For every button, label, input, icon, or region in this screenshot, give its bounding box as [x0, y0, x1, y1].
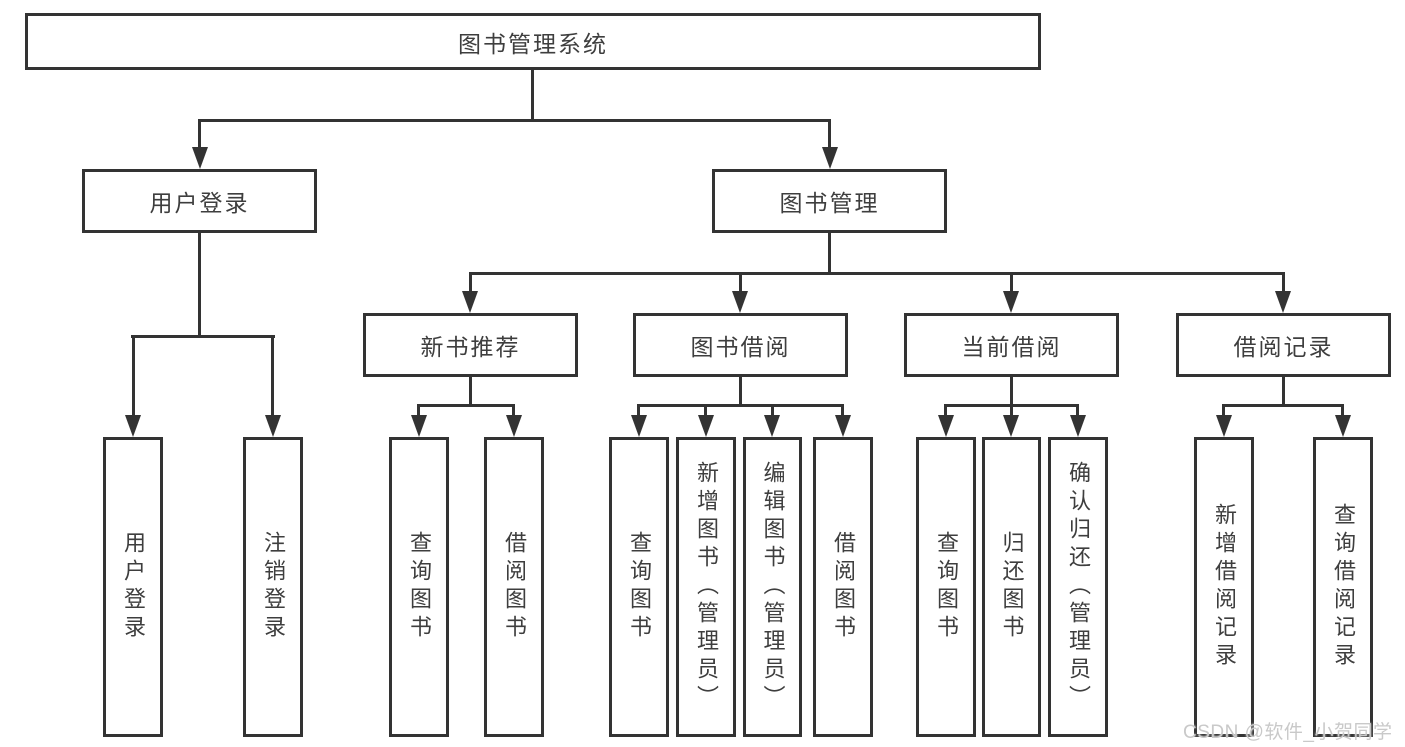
watermark-text: CSDN @软件_小贺同学 — [1183, 722, 1393, 743]
node-user-login-branch: 用户登录 — [82, 169, 317, 233]
connector-stem-current-borrow — [1010, 377, 1013, 406]
leaf-confirm-return-admin: 确认归还（管理员） — [1048, 437, 1108, 737]
connector-drop-borrow-records — [1282, 272, 1285, 291]
connector-drop-leaf — [1341, 404, 1344, 417]
connector-stem-root — [531, 70, 534, 121]
arrow-down-icon — [822, 147, 838, 169]
connector-drop-leaf — [841, 404, 844, 417]
arrow-down-icon — [1003, 415, 1019, 437]
connector-rail-level3 — [469, 272, 1285, 275]
arrow-down-icon — [462, 291, 478, 313]
arrow-down-icon — [1003, 291, 1019, 313]
connector-stem-book-borrow — [739, 377, 742, 406]
connector-drop-leaf — [1076, 404, 1079, 417]
node-book-management: 图书管理 — [712, 169, 947, 233]
connector-rail-book-borrow — [637, 404, 844, 407]
connector-stem-book-mgmt — [828, 233, 831, 274]
connector-stem-borrow-records — [1282, 377, 1285, 406]
connector-rail-user-login — [131, 335, 275, 338]
connector-drop-leaf — [771, 404, 774, 417]
connector-drop-current-borrow — [1010, 272, 1013, 291]
connector-drop-leaf — [512, 404, 515, 417]
leaf-user-login: 用户登录 — [103, 437, 163, 737]
arrow-down-icon — [732, 291, 748, 313]
node-book-borrow: 图书借阅 — [633, 313, 848, 377]
leaf-return-book: 归还图书 — [982, 437, 1041, 737]
connector-drop-leaf — [704, 404, 707, 417]
connector-drop-book-mgmt — [828, 119, 831, 148]
leaf-borrow-books-recommend: 借阅图书 — [484, 437, 544, 737]
arrow-down-icon — [125, 415, 141, 437]
arrow-down-icon — [835, 415, 851, 437]
connector-drop-leaf — [1010, 404, 1013, 417]
connector-drop-logout-leaf — [271, 335, 274, 416]
connector-drop-leaf — [637, 404, 640, 417]
leaf-query-books-recommend: 查询图书 — [389, 437, 449, 737]
leaf-add-borrow-record: 新增借阅记录 — [1194, 437, 1254, 737]
connector-drop-leaf — [1222, 404, 1225, 417]
leaf-borrow-books: 借阅图书 — [813, 437, 873, 737]
connector-rail-borrow-records — [1222, 404, 1344, 407]
arrow-down-icon — [764, 415, 780, 437]
leaf-edit-book-admin: 编辑图书（管理员） — [743, 437, 802, 737]
arrow-down-icon — [265, 415, 281, 437]
arrow-down-icon — [1216, 415, 1232, 437]
arrow-down-icon — [938, 415, 954, 437]
node-new-book-recommend: 新书推荐 — [363, 313, 578, 377]
connector-stem-user-login — [198, 233, 201, 338]
node-current-borrow: 当前借阅 — [904, 313, 1119, 377]
arrow-down-icon — [698, 415, 714, 437]
connector-stem-new-book-rec — [469, 377, 472, 406]
connector-drop-user-login — [198, 119, 201, 148]
arrow-down-icon — [1335, 415, 1351, 437]
arrow-down-icon — [1275, 291, 1291, 313]
connector-drop-leaf — [944, 404, 947, 417]
leaf-query-borrow-record: 查询借阅记录 — [1313, 437, 1373, 737]
connector-rail-level2 — [198, 119, 831, 122]
arrow-down-icon — [1070, 415, 1086, 437]
leaf-query-books-current: 查询图书 — [916, 437, 976, 737]
connector-drop-login-leaf — [132, 335, 135, 416]
arrow-down-icon — [631, 415, 647, 437]
connector-drop-leaf — [417, 404, 420, 417]
arrow-down-icon — [192, 147, 208, 169]
arrow-down-icon — [411, 415, 427, 437]
leaf-query-books-borrow: 查询图书 — [609, 437, 669, 737]
leaf-add-book-admin: 新增图书（管理员） — [676, 437, 736, 737]
connector-drop-book-borrow — [739, 272, 742, 291]
arrow-down-icon — [506, 415, 522, 437]
node-borrow-records: 借阅记录 — [1176, 313, 1391, 377]
connector-drop-new-book-rec — [469, 272, 472, 291]
leaf-logout: 注销登录 — [243, 437, 303, 737]
connector-rail-new-book-rec — [417, 404, 515, 407]
node-root-system: 图书管理系统 — [25, 13, 1041, 70]
